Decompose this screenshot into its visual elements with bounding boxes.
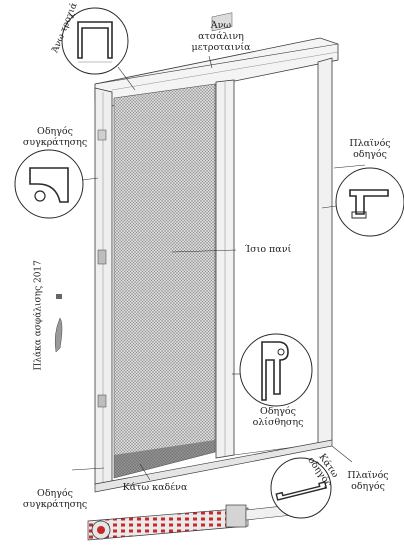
label-lower-chain: Κάτω καδένα bbox=[122, 482, 188, 493]
top-rail bbox=[94, 12, 339, 107]
inset-holding-guide bbox=[14, 149, 84, 219]
left-guide bbox=[94, 87, 113, 489]
inset-top-track bbox=[61, 7, 129, 75]
inset-sliding-guide bbox=[239, 333, 313, 407]
leader-lines bbox=[71, 55, 366, 481]
label-sliding-guide: Οδηγός ολίσθησης bbox=[252, 406, 304, 428]
label-top-rail: Άνω ατσάλινη μετροταινία bbox=[191, 20, 251, 53]
label-holding-guide-bottom: Οδηγός συγκράτησης bbox=[22, 488, 88, 510]
label-lock-plate: Πλάκα ασφάλισης 2017 bbox=[33, 260, 44, 371]
inset-bottom-rail bbox=[270, 457, 332, 519]
label-side-guide: Πλαϊνός οδηγός bbox=[349, 138, 391, 160]
inset-side-guide bbox=[335, 167, 404, 237]
mesh-panel bbox=[113, 83, 216, 479]
label-holding-guide-top: Οδηγός συγκράτησης bbox=[22, 126, 88, 148]
label-side-guide-bottom: Πλαϊνός οδηγός bbox=[347, 470, 389, 492]
sliding-bar bbox=[215, 79, 235, 459]
lock-plate-parts bbox=[54, 294, 63, 353]
label-flat-fabric: Ίσιο πανί bbox=[244, 244, 292, 255]
